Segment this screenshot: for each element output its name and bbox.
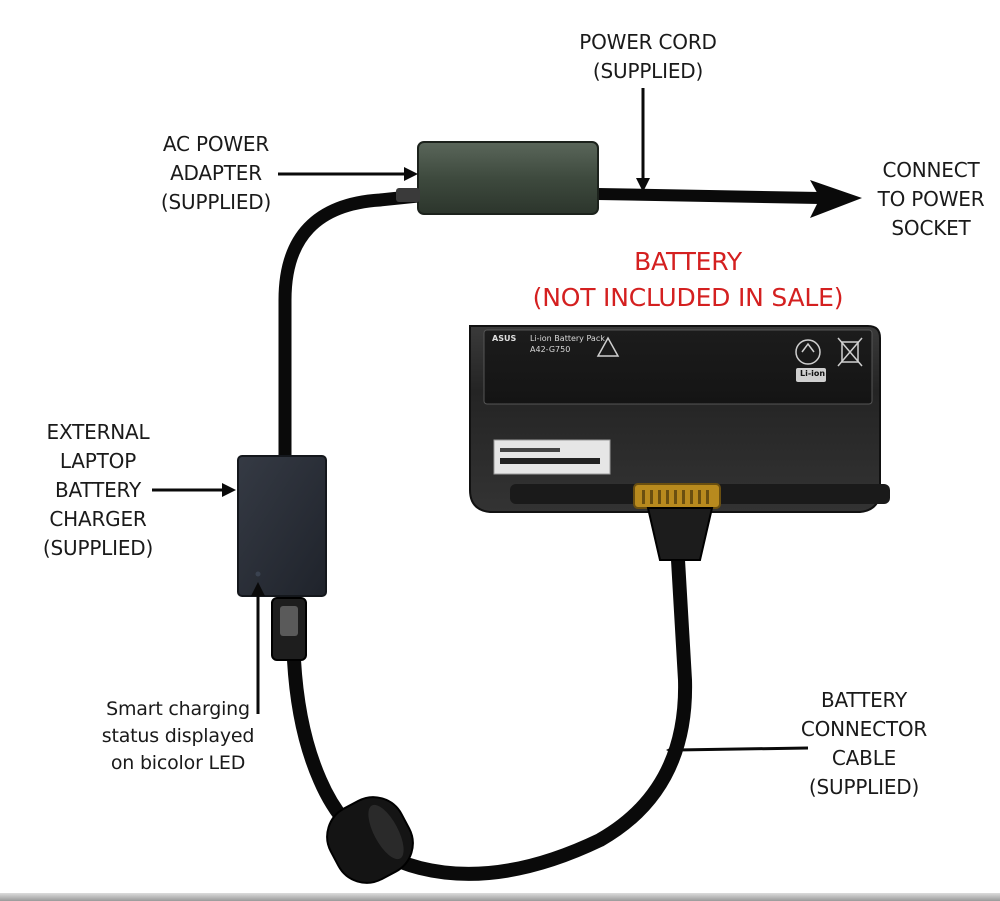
adapter-strain-relief — [396, 188, 420, 202]
barcode-icon — [500, 448, 600, 464]
ac-adapter-label: AC POWER ADAPTER (SUPPLIED) — [160, 132, 272, 214]
battery-connector-plug — [646, 507, 714, 561]
window-bottom-strip — [0, 893, 1000, 901]
led-status-label: Smart charging status displayed on bicol… — [101, 698, 255, 774]
external-charger-label: EXTERNAL LAPTOP BATTERY CHARGER (SUPPLIE… — [42, 420, 154, 560]
power-cord — [597, 188, 821, 204]
battery-barcode-sticker — [493, 439, 611, 475]
battery-model-text: A42-G750 — [530, 345, 571, 354]
power-socket-label: CONNECT TO POWER SOCKET — [877, 158, 985, 240]
warning-triangle-icon — [596, 336, 620, 357]
adapter-to-charger-cable — [278, 189, 425, 465]
external-laptop-battery-charger — [237, 455, 327, 597]
power-socket-arrow-icon — [810, 180, 862, 218]
battery-brand-text: ASUS — [492, 334, 517, 343]
battery-label: BATTERY (NOT INCLUDED IN SALE) — [532, 247, 844, 312]
ac-power-adapter — [417, 141, 599, 215]
connector-cable-pointer — [675, 746, 809, 752]
power-cord-label: POWER CORD (SUPPLIED) — [579, 30, 717, 83]
battery-product-text: Li-ion Battery Pack — [530, 334, 605, 343]
battery-connector-cable — [287, 553, 693, 881]
laptop-battery — [469, 325, 890, 561]
connector-cable-label: BATTERY CONNECTOR CABLE (SUPPLIED) — [800, 688, 928, 799]
recycle-icon — [795, 339, 821, 365]
bicolor-led-icon — [255, 571, 261, 577]
bin-crossed-icon — [837, 337, 863, 367]
battery-label-plate — [483, 329, 873, 405]
li-ion-badge — [796, 368, 826, 382]
li-ion-badge-text: Li-ion — [800, 369, 826, 378]
